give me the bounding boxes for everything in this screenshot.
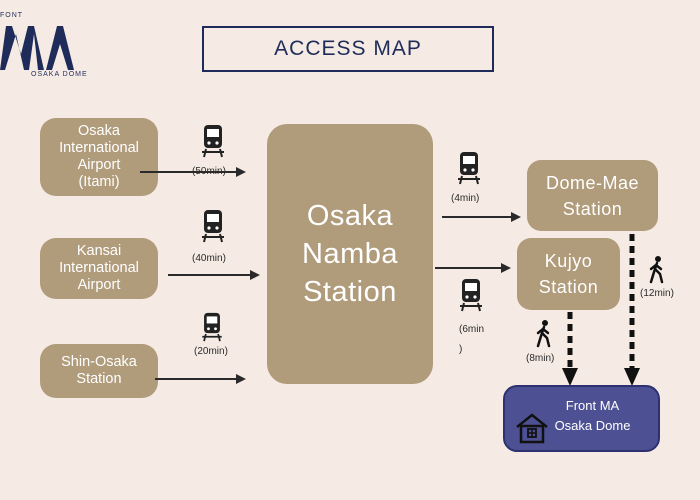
walk-time-domemae: (12min) <box>640 288 674 299</box>
brand-logo <box>0 26 74 70</box>
house-icon <box>516 413 548 444</box>
page-title: ACCESS MAP <box>202 26 494 72</box>
hub-namba-station: Osaka Namba Station <box>267 124 433 384</box>
walk-time-kujyo: (8min) <box>526 353 555 364</box>
origin-kansai-airport: Kansai International Airport <box>40 238 158 299</box>
train-icon <box>460 279 482 312</box>
time-itami: (50min) <box>192 166 226 177</box>
time-kujyo: (6min ) <box>459 324 485 355</box>
walking-person-icon <box>649 256 664 284</box>
brand-top-text: FONT <box>0 12 24 19</box>
time-domemae: (4min) <box>451 193 480 204</box>
time-kansai: (40min) <box>192 253 226 264</box>
station-kujyo: Kujyo Station <box>517 238 620 310</box>
train-icon <box>202 312 222 342</box>
walking-person-icon <box>536 320 551 348</box>
train-icon <box>458 152 480 185</box>
brand-subtitle: OSAKA DOME <box>31 71 88 78</box>
train-icon <box>202 210 224 243</box>
station-dome-mae: Dome-Mae Station <box>527 160 658 231</box>
time-shin-osaka: (20min) <box>194 346 228 357</box>
origin-shin-osaka: Shin-Osaka Station <box>40 344 158 398</box>
train-icon <box>202 125 224 158</box>
origin-itami-airport: Osaka International Airport (Itami) <box>40 118 158 196</box>
